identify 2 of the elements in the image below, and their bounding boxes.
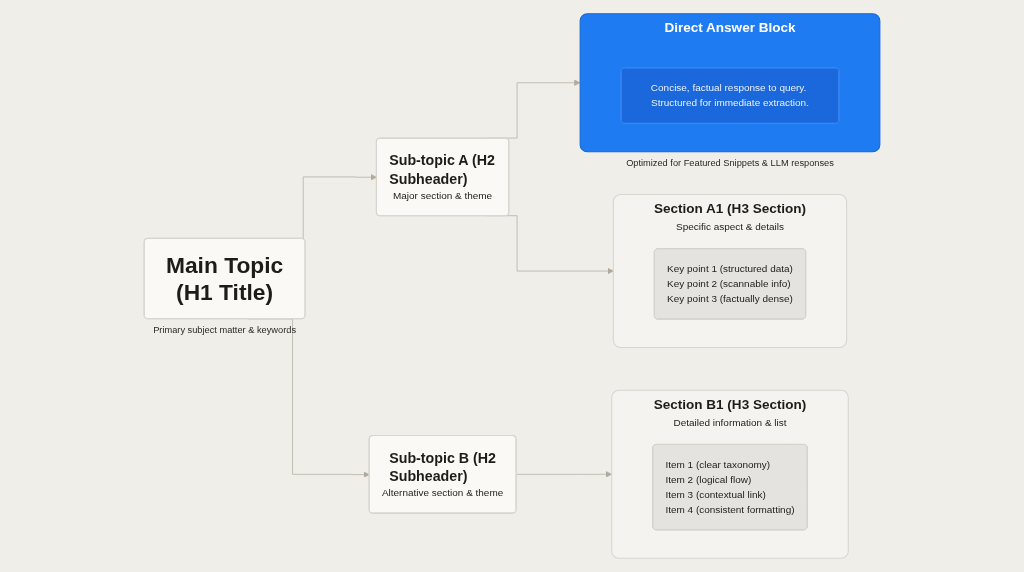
node-caption: Optimized for Featured Snippets & LLM responses <box>626 158 834 169</box>
node-caption: Primary subject matter & keywords <box>153 324 297 335</box>
